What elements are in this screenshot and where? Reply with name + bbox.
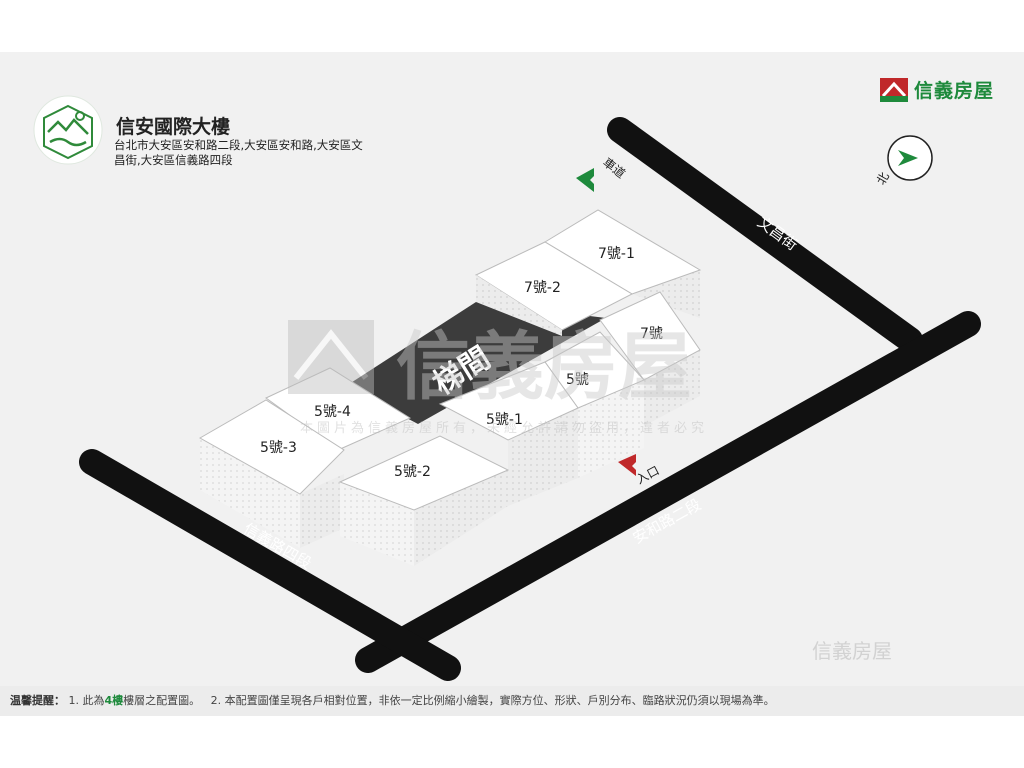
top-band (0, 0, 1024, 52)
unit-5-2: 5號-2 (338, 435, 510, 566)
svg-text:7號-1: 7號-1 (598, 246, 635, 262)
svg-text:車道: 車道 (600, 155, 628, 181)
stairwell-core (346, 302, 606, 424)
svg-text:5號-1: 5號-1 (486, 412, 523, 428)
north-indicator: 北 (874, 135, 933, 187)
svg-text:5號: 5號 (566, 372, 589, 388)
driveway-marker: 車道 (576, 155, 628, 192)
building-logo (33, 95, 103, 165)
road-xinyi (79, 449, 461, 681)
brand-name: 信義房屋 (914, 80, 995, 102)
unit-5-3: 5號-3 (198, 399, 345, 548)
entrance-marker: 入口 (618, 454, 662, 487)
bottom-band (0, 716, 1024, 768)
unit-5-1: 5號-1 (438, 361, 579, 506)
unit-7: 7號 (599, 291, 701, 426)
brand-mark-icon (880, 77, 908, 102)
north-arrow-icon (898, 150, 918, 166)
svg-text:7號: 7號 (640, 326, 663, 342)
roads (79, 117, 981, 681)
watermark-corner: 信義房屋 (812, 639, 892, 663)
unit-5: 5號 (544, 331, 645, 478)
driveway-arrow-icon (576, 168, 594, 192)
svg-text:5號-2: 5號-2 (394, 464, 431, 480)
road-anhe (355, 311, 981, 673)
road-wenchang (607, 117, 923, 353)
building-address: 台北市大安區安和路二段,大安區安和路,大安區文昌街,大安區信義路四段 (114, 138, 363, 167)
svg-text:信義房屋: 信義房屋 (396, 324, 692, 410)
watermark: 信義房屋 本圖片為信義房屋所有，未經允許請勿盜用，違者必究 (288, 320, 708, 436)
svg-text:5號-4: 5號-4 (314, 404, 351, 420)
notice-item1-before: 1. 此為 (68, 694, 105, 707)
notice-prefix: 温馨提醒： (10, 694, 65, 707)
brand-logo: 信義房屋 (880, 76, 994, 103)
notice-bar: 温馨提醒： 1. 此為4樓樓層之配置圖。 2. 本配置圖僅呈現各戶相對位置，非依… (0, 686, 1024, 716)
notice-floor: 4樓 (104, 694, 124, 707)
svg-text:北: 北 (874, 170, 892, 187)
svg-text:本圖片為信義房屋所有，未經允許請勿盜用，違者必究: 本圖片為信義房屋所有，未經允許請勿盜用，違者必究 (300, 420, 708, 436)
svg-text:5號-3: 5號-3 (260, 440, 297, 456)
notice-item1-after: 樓層之配置圖。 (123, 694, 201, 707)
svg-text:7號-2: 7號-2 (524, 280, 561, 296)
unit-7-2: 7號-2 (474, 241, 634, 336)
building-name: 信安國際大樓 (116, 116, 231, 138)
entrance-arrow-icon (618, 454, 636, 476)
notice-item2: 2. 本配置圖僅呈現各戶相對位置，非依一定比例縮小繪製，實際方位、形狀、戶別分布… (210, 694, 775, 707)
